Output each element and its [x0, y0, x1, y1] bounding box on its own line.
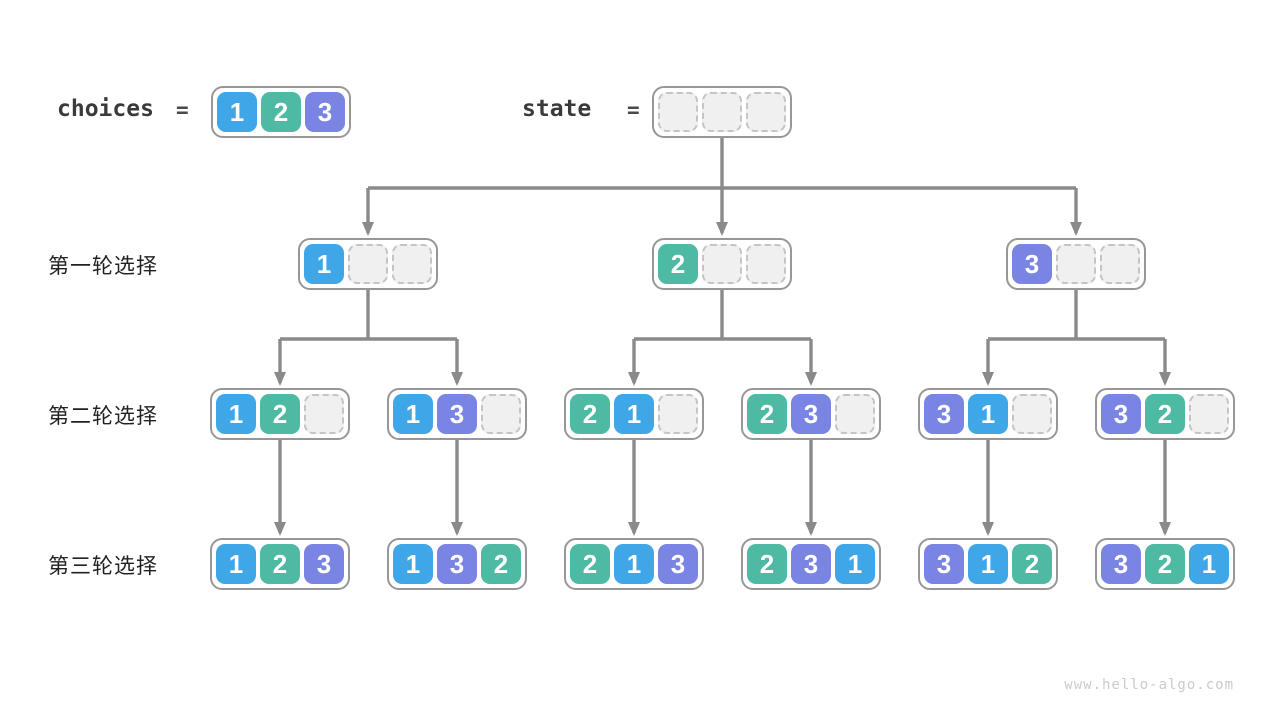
row-label-round-3: 第三轮选择 — [48, 555, 158, 578]
choices-label: choices — [57, 96, 154, 122]
empty-cell — [658, 394, 698, 434]
cell-value-1: 1 — [614, 394, 654, 434]
state-array-box — [652, 86, 792, 138]
cell-value-2: 2 — [1012, 544, 1052, 584]
cell-value-1: 1 — [393, 394, 433, 434]
cell-value-3: 3 — [924, 544, 964, 584]
cell-value-1: 1 — [835, 544, 875, 584]
cell-value-2: 2 — [658, 244, 698, 284]
cell-value-3: 3 — [791, 544, 831, 584]
cell-value-1: 1 — [968, 544, 1008, 584]
cell-value-1: 1 — [614, 544, 654, 584]
cell-value-1: 1 — [216, 544, 256, 584]
cell-value-2: 2 — [747, 544, 787, 584]
cell-value-1: 1 — [393, 544, 433, 584]
cell-value-2: 2 — [570, 544, 610, 584]
empty-cell — [304, 394, 344, 434]
row-label-round-2: 第二轮选择 — [48, 405, 158, 428]
state-equals-sign: = — [627, 98, 640, 122]
round-1-box-2: 2 — [652, 238, 792, 290]
choices-equals-sign: = — [176, 98, 189, 122]
empty-cell — [392, 244, 432, 284]
cell-value-2: 2 — [570, 394, 610, 434]
cell-value-3: 3 — [791, 394, 831, 434]
empty-cell — [1056, 244, 1096, 284]
empty-cell — [481, 394, 521, 434]
cell-value-2: 2 — [260, 394, 300, 434]
empty-cell — [746, 244, 786, 284]
round-1-box-1: 1 — [298, 238, 438, 290]
empty-cell — [348, 244, 388, 284]
cell-value-1: 1 — [217, 92, 257, 132]
empty-cell — [746, 92, 786, 132]
cell-value-2: 2 — [1145, 394, 1185, 434]
cell-value-3: 3 — [1101, 544, 1141, 584]
empty-cell — [835, 394, 875, 434]
empty-cell — [1189, 394, 1229, 434]
cell-value-2: 2 — [261, 92, 301, 132]
cell-value-3: 3 — [305, 92, 345, 132]
cell-value-3: 3 — [1101, 394, 1141, 434]
cell-value-2: 2 — [747, 394, 787, 434]
cell-value-1: 1 — [304, 244, 344, 284]
cell-value-3: 3 — [304, 544, 344, 584]
empty-cell — [1100, 244, 1140, 284]
cell-value-3: 3 — [437, 544, 477, 584]
empty-cell — [1012, 394, 1052, 434]
cell-value-1: 1 — [968, 394, 1008, 434]
state-label: state — [522, 96, 592, 122]
empty-cell — [702, 92, 742, 132]
cell-value-3: 3 — [1012, 244, 1052, 284]
watermark: www.hello-algo.com — [1064, 677, 1234, 693]
cell-value-1: 1 — [216, 394, 256, 434]
row-label-round-1: 第一轮选择 — [48, 255, 158, 278]
cell-value-1: 1 — [1189, 544, 1229, 584]
empty-cell — [658, 92, 698, 132]
empty-cell — [702, 244, 742, 284]
round-1-box-3: 3 — [1006, 238, 1146, 290]
cell-value-3: 3 — [924, 394, 964, 434]
cell-value-2: 2 — [1145, 544, 1185, 584]
cell-value-3: 3 — [437, 394, 477, 434]
cell-value-2: 2 — [260, 544, 300, 584]
cell-value-2: 2 — [481, 544, 521, 584]
cell-value-3: 3 — [658, 544, 698, 584]
